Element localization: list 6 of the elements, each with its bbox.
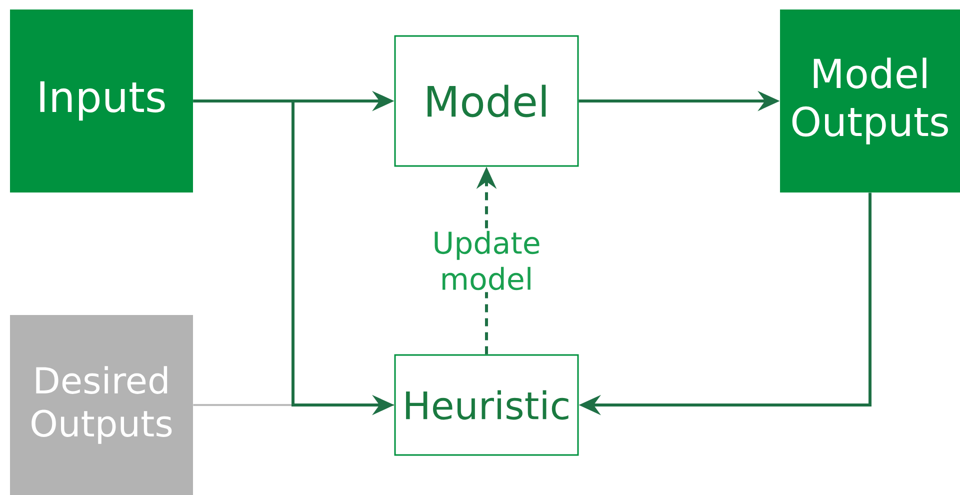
process-box: Heuristic xyxy=(394,354,579,456)
process-box: Model xyxy=(394,35,579,167)
input-box: Desired Outputs xyxy=(10,315,193,495)
edge-label: Update model xyxy=(420,228,554,292)
input-box: Model Outputs xyxy=(780,10,960,192)
input-box: Inputs xyxy=(10,10,193,192)
